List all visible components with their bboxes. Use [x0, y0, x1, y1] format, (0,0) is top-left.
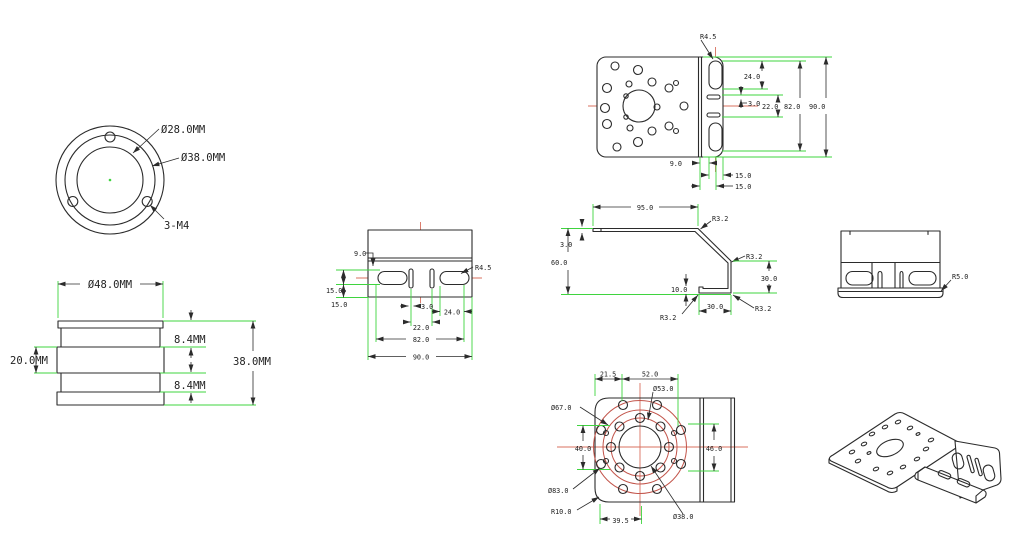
dim-label-d83: Ø83.0	[548, 487, 568, 495]
dim-label-46: 46.0	[706, 445, 722, 453]
slot	[708, 60, 723, 90]
slot	[908, 270, 937, 286]
dim-label-r32-br: R3.2	[755, 305, 771, 313]
dim-label-r45: R4.5	[475, 264, 491, 272]
hub-hole-pattern-view: 21.5 52.0 Ø53.0 Ø67.0 40.0 46.0 Ø83.0 R1…	[548, 371, 748, 525]
dim-label-3: 3.0	[421, 303, 433, 311]
dim-label-215: 21.5	[600, 371, 616, 379]
slot-small	[706, 112, 721, 118]
slot	[439, 270, 470, 286]
iso-plate-holes	[848, 419, 935, 476]
dim-label-3: 3.0	[748, 100, 760, 108]
dim-label-38: 38.0MM	[233, 356, 271, 368]
bolt-circle-67	[602, 409, 678, 485]
center-mark	[108, 178, 112, 182]
bracket-profile-view: 95.0 60.0 3.0 R3.2 R3.2 30.0 10.0 30.0 R…	[551, 204, 777, 322]
dim-label-82: 82.0	[784, 103, 800, 111]
dim-label-3m4: 3-M4	[164, 220, 189, 232]
dim-label-22: 22.0	[762, 103, 778, 111]
bracket-flat-pattern-view: 24.0 3.0 22.0 82.0 90.0 R4.5 9.0 15.0 15…	[588, 33, 832, 191]
dim-label-15b: 15.0	[735, 183, 751, 191]
slot	[708, 122, 723, 152]
dim-label-15b: 15.0	[331, 301, 347, 309]
slot	[845, 270, 874, 286]
center-hole	[622, 89, 656, 123]
slot-small	[706, 94, 721, 100]
slot-narrow	[408, 268, 414, 289]
dim-label-30-right: 30.0	[761, 275, 777, 283]
dim-label-82: 82.0	[413, 336, 429, 344]
dim-label-d38: Ø38.0	[673, 513, 693, 521]
dim-label-d48: Ø48.0MM	[88, 279, 132, 291]
flange-bolt-hole	[67, 195, 79, 208]
mounting-holes	[599, 61, 689, 152]
bracket-side-view: R5.0	[837, 230, 968, 299]
dim-label-60: 60.0	[551, 259, 567, 267]
dim-label-r32-top: R3.2	[712, 215, 728, 223]
center-hole-38	[618, 425, 662, 469]
bolt-circle-83	[593, 400, 687, 494]
bracket-isometric-view	[828, 411, 1002, 504]
bracket-front-view: 3.0 24.0 22.0 82.0 90.0 15.0 15.0 9.0 R4…	[326, 222, 491, 362]
dim-label-22: 22.0	[413, 324, 429, 332]
dim-label-9: 9.0	[354, 250, 366, 258]
bolt-circle-53	[610, 417, 670, 477]
hub-holes	[595, 399, 687, 495]
slot	[377, 270, 408, 286]
dim-label-95: 95.0	[637, 204, 653, 212]
dim-label-20: 20.0MM	[10, 355, 48, 367]
dim-label-d53: Ø53.0	[653, 385, 673, 393]
dim-label-90: 90.0	[413, 354, 429, 362]
dim-label-30-bottom: 30.0	[707, 303, 723, 311]
flange-top-view: Ø28.0MM Ø38.0MM 3-M4	[55, 124, 225, 235]
iso-plate	[828, 411, 963, 490]
dim-label-24: 24.0	[744, 73, 760, 81]
dim-label-84-bottom: 8.4MM	[174, 380, 206, 392]
dim-label-10: 10.0	[671, 286, 687, 294]
dim-label-t3: 3.0	[560, 241, 572, 249]
dim-label-90: 90.0	[809, 103, 825, 111]
dim-label-d67: Ø67.0	[551, 404, 571, 412]
dim-label-r32-right: R3.2	[746, 253, 762, 261]
dim-label-52: 52.0	[642, 371, 658, 379]
dim-label-r45: R4.5	[700, 33, 716, 41]
dim-label-r10: R10.0	[551, 508, 571, 516]
dim-label-24: 24.0	[444, 309, 460, 317]
dim-label-d38: Ø38.0MM	[181, 152, 225, 164]
tab	[899, 270, 904, 289]
dim-label-15a: 15.0	[735, 172, 751, 180]
dim-label-40: 40.0	[575, 445, 591, 453]
flange-bolt-hole	[141, 195, 153, 208]
dim-label-395: 39.5	[612, 517, 628, 525]
slot-narrow	[429, 268, 435, 289]
dim-label-9: 9.0	[670, 160, 682, 168]
dim-label-d28: Ø28.0MM	[161, 124, 205, 136]
tab	[877, 270, 883, 289]
dim-label-84-top: 8.4MM	[174, 334, 206, 346]
dim-label-r50: R5.0	[952, 273, 968, 281]
flange-bolt-hole	[104, 131, 116, 143]
dim-label-r32-bl: R3.2	[660, 314, 676, 322]
dim-label-15a: 15.0	[326, 287, 342, 295]
cylinder-side-view: Ø48.0MM 8.4MM 8.4MM 20.0MM 38.0MM	[10, 279, 271, 406]
flange-lip	[837, 287, 944, 299]
notch	[871, 261, 896, 289]
